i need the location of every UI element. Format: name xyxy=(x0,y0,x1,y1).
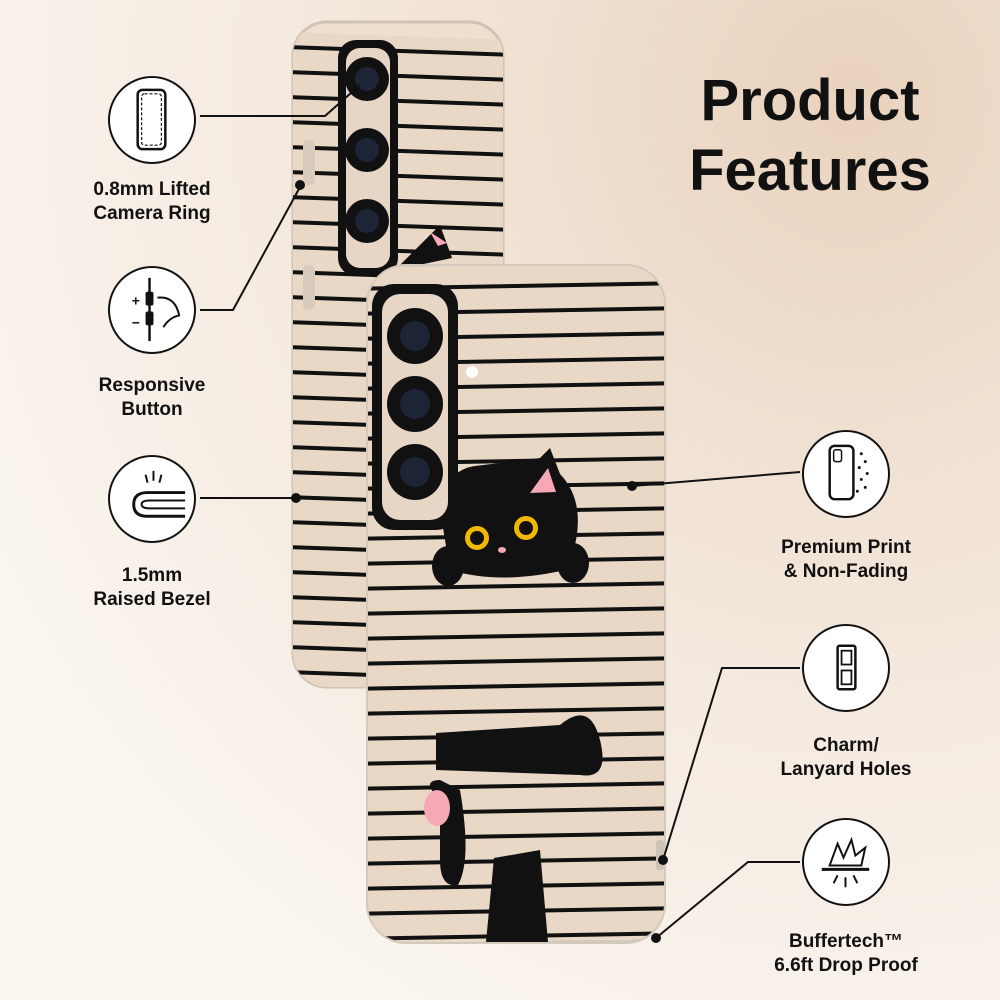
heading-line-2: Features xyxy=(689,138,931,203)
feature-label-camera-ring: 0.8mm Lifted Camera Ring xyxy=(42,178,262,226)
label-line: 1.5mm xyxy=(121,565,183,586)
feature-label-lanyard-holes: Charm/ Lanyard Holes xyxy=(736,734,956,782)
label-line: Camera Ring xyxy=(93,203,211,224)
feature-label-raised-bezel: 1.5mm Raised Bezel xyxy=(42,564,262,612)
label-line: Buffertech™ xyxy=(788,931,903,952)
lanyard-holes-icon xyxy=(802,624,890,712)
print-phone-icon xyxy=(802,430,890,518)
feature-label-premium-print: Premium Print & Non-Fading xyxy=(736,536,956,584)
label-line: Charm/ xyxy=(813,735,879,756)
cat-head xyxy=(432,448,589,586)
label-line: Lanyard Holes xyxy=(780,759,912,780)
connector-lines xyxy=(200,84,801,939)
feature-label-responsive-button: Responsive Button xyxy=(42,374,262,422)
label-line: & Non-Fading xyxy=(783,561,909,582)
feature-label-drop-proof: Buffertech™ 6.6ft Drop Proof xyxy=(736,930,956,978)
label-line: 6.6ft Drop Proof xyxy=(774,955,918,976)
phone-outline-icon xyxy=(108,76,196,164)
heading-line-1: Product xyxy=(700,68,920,133)
raised-bezel-icon xyxy=(108,455,196,543)
label-line: Raised Bezel xyxy=(93,589,211,610)
cat-body xyxy=(424,715,603,942)
front-phone-case xyxy=(366,264,666,944)
shock-absorb-icon xyxy=(802,818,890,906)
label-line: 0.8mm Lifted xyxy=(93,179,211,200)
button-press-icon: +− xyxy=(108,266,196,354)
svg-text:+: + xyxy=(132,293,140,309)
label-line: Responsive xyxy=(98,375,206,396)
svg-text:−: − xyxy=(132,314,140,330)
product-features-heading: Product Features xyxy=(640,66,980,206)
label-line: Button xyxy=(121,399,183,420)
label-line: Premium Print xyxy=(781,537,911,558)
